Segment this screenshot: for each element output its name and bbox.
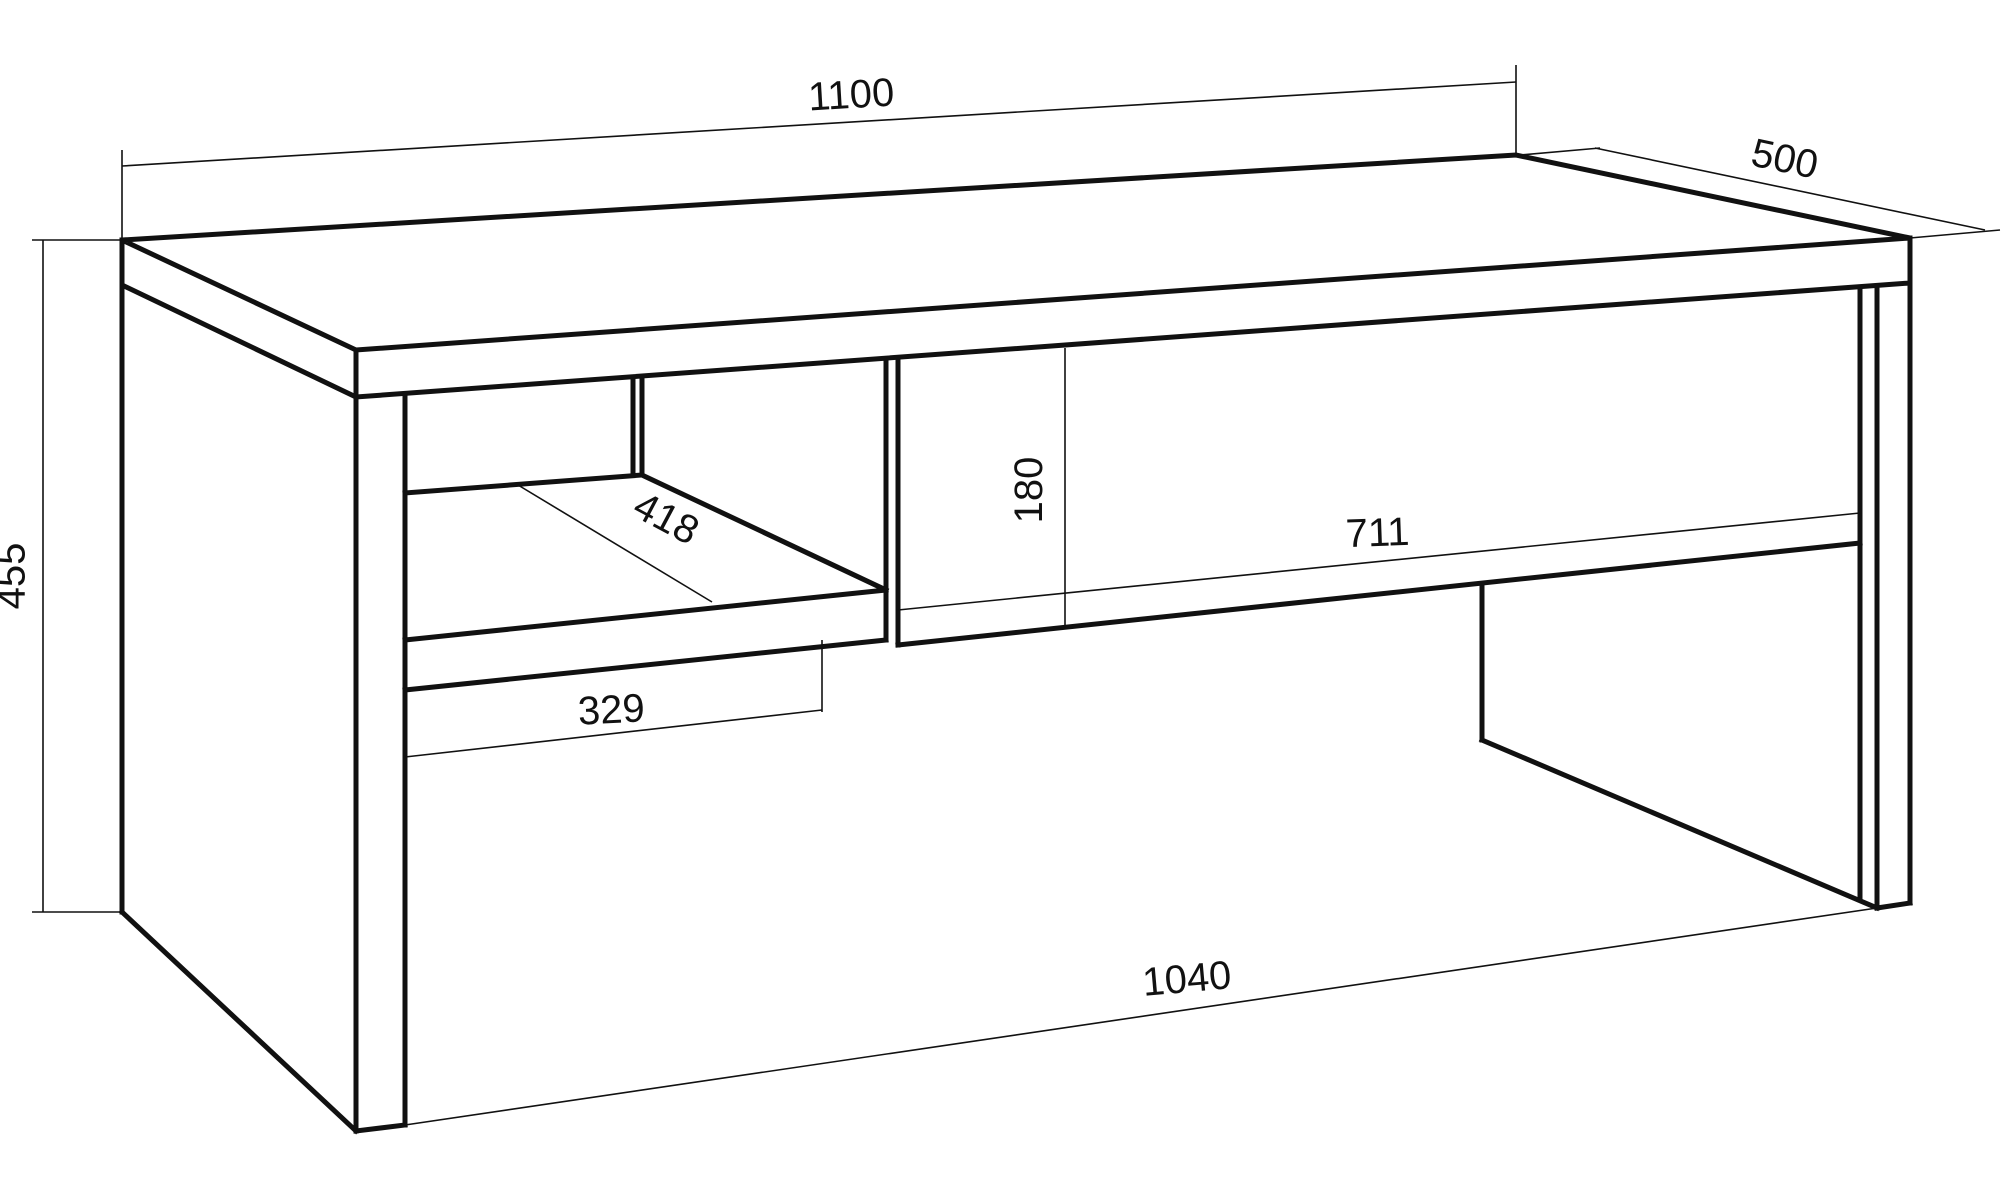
tabletop <box>119 152 1913 401</box>
tabletop-left-edge <box>119 237 359 401</box>
dimension-depth: 500 <box>1519 131 2001 239</box>
tabletop-front-edge <box>353 235 1913 400</box>
dimension-drawer-width: 711 <box>1345 510 1410 556</box>
dimension-niche-width: 329 <box>404 640 823 758</box>
dimension-overall-width: 1100 <box>121 65 1517 240</box>
dimension-label-width: 1100 <box>807 71 895 120</box>
dimension-label-niche-width: 329 <box>577 686 646 733</box>
right-side-panel <box>1857 280 1913 911</box>
dimension-label-height: 455 <box>0 543 34 610</box>
dimension-label-drawer-height: 180 <box>1007 457 1051 524</box>
dimension-label-shelf-depth: 418 <box>626 483 706 553</box>
dimension-height: 455 <box>0 239 122 913</box>
dimension-label-depth: 500 <box>1747 131 1821 188</box>
tabletop-surface <box>120 152 1911 353</box>
dimension-base-width: 1040 <box>404 907 1878 1126</box>
dimension-shelf-depth: 418 <box>517 483 713 603</box>
drawer-front <box>895 285 1863 648</box>
dimension-label-base-width: 1040 <box>1141 953 1233 1005</box>
left-niche <box>402 357 901 693</box>
dimension-label-drawer-width: 711 <box>1345 510 1410 556</box>
dimension-drawer-height: 180 <box>1007 348 1066 628</box>
left-side-panel <box>118 282 408 1135</box>
back-panel <box>1478 581 1881 912</box>
